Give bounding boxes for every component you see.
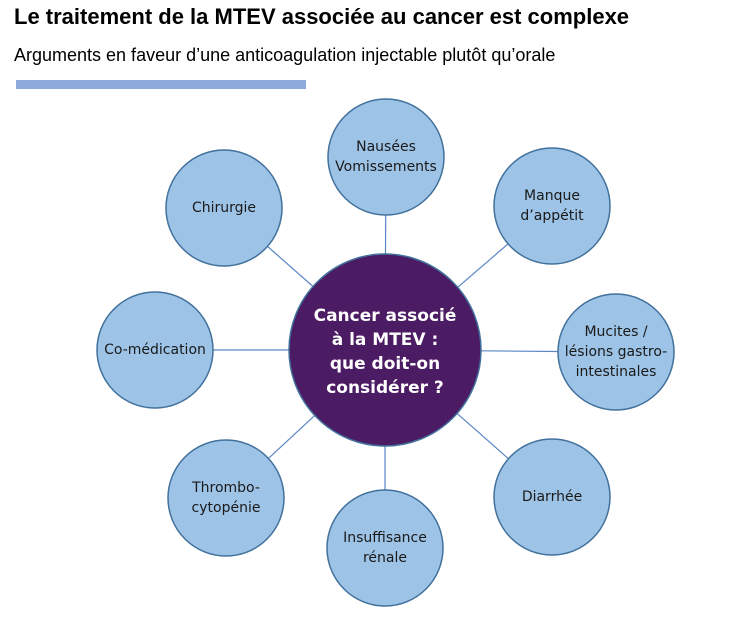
satellite-circle-appetit [493, 147, 611, 265]
page-subtitle: Arguments en faveur d’une anticoagulatio… [14, 45, 556, 65]
satellite-label-nausees: Nausées [356, 139, 416, 155]
connector-line-appetit [457, 243, 509, 288]
title-accent-bar [16, 80, 306, 89]
satellite-node-insuffisance: Insuffisance rénale [326, 489, 444, 607]
satellite-label-nausees: Vomissements [335, 159, 437, 175]
connector-line-diarrhee [456, 412, 509, 460]
satellite-label-mucites: Mucites / [584, 324, 647, 340]
center-label: à la MTEV : [332, 330, 439, 350]
center-circle [288, 253, 482, 447]
connector-line-mucites [480, 350, 559, 353]
center-label: que doit-on [330, 354, 440, 374]
satellite-label-insuffisance: Insuffisance [343, 530, 427, 546]
satellite-circle-comedication [96, 291, 214, 409]
center-node: Cancer associé à la MTEV : que doit-on cons… [288, 253, 482, 447]
satellite-node-mucites: Mucites / lésions gastro-intestinales [557, 293, 675, 411]
connector-line-thrombo [268, 414, 316, 459]
satellite-circle-thrombo [167, 439, 285, 557]
connector-lines [213, 214, 559, 490]
satellite-circle-mucites [557, 293, 675, 411]
satellite-node-diarrhee: Diarrhée [493, 438, 611, 556]
page-title: Le traitement de la MTEV associée au can… [14, 4, 630, 29]
satellite-label-thrombo: Thrombo- [191, 480, 260, 496]
satellite-label-thrombo: cytopénie [192, 500, 261, 516]
connector-line-chirurgie [267, 245, 314, 287]
satellite-node-chirurgie: Chirurgie [165, 149, 283, 267]
satellite-label-appetit: d’appétit [520, 208, 584, 224]
satellite-label-insuffisance: rénale [363, 550, 407, 566]
satellite-node-comedication: Co-médication [96, 291, 214, 409]
satellite-circle-chirurgie [165, 149, 283, 267]
satellite-node-appetit: Manque d’appétit [493, 147, 611, 265]
satellite-circle-insuffisance [326, 489, 444, 607]
center-label: Cancer associé [314, 306, 457, 326]
satellite-label-mucites: lésions gastro- [565, 344, 667, 360]
center-label: considérer ? [326, 378, 444, 398]
satellite-label-appetit: Manque [524, 188, 580, 204]
satellite-circle-nausees [327, 98, 445, 216]
satellite-label-diarrhee: Diarrhée [522, 489, 582, 505]
satellite-label-chirurgie: Chirurgie [192, 200, 256, 216]
satellite-label-mucites: intestinales [576, 364, 657, 380]
satellite-circle-diarrhee [493, 438, 611, 556]
satellite-node-thrombo: Thrombo-cytopénie [167, 439, 285, 557]
satellite-label-comedication: Co-médication [104, 342, 206, 358]
